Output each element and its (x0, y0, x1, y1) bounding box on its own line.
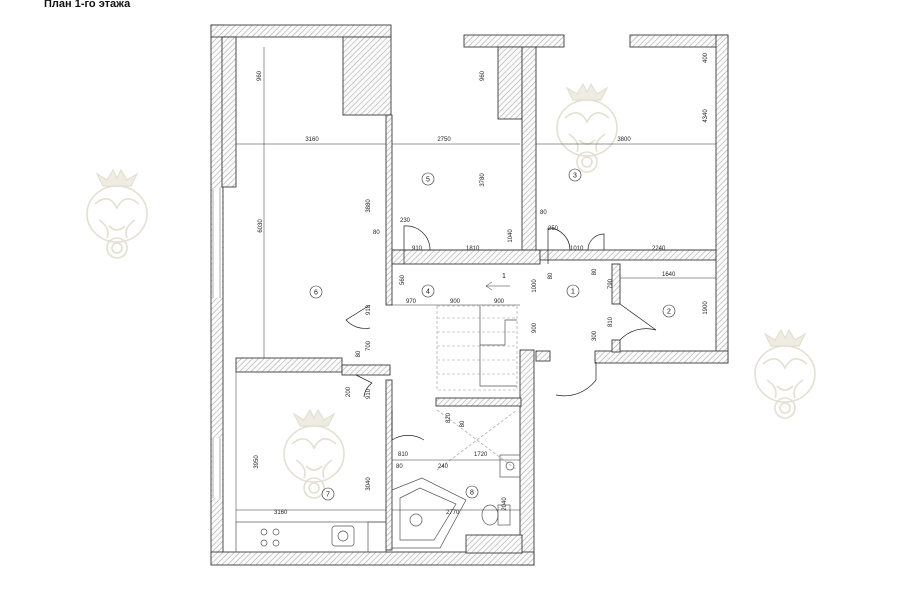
dim-label: 1720 (474, 452, 488, 458)
dim-label: 910 (366, 304, 372, 315)
dim-label: 80 (396, 464, 403, 470)
dimension-labels: 960 960 400 3160 2750 3800 4340 3780 388… (254, 52, 709, 516)
watermark-lion-3 (754, 329, 816, 419)
dim-label: 230 (400, 218, 411, 224)
dim-label: 1810 (466, 246, 480, 252)
dim-label: 3780 (480, 173, 486, 187)
dim-label: 810 (608, 316, 614, 327)
dim-label: 80 (373, 230, 380, 236)
dim-label: 810 (398, 452, 409, 458)
dim-label: 80 (540, 210, 547, 216)
dim-label: 1900 (703, 301, 709, 315)
plan-title: План 1-го этажа (44, 0, 131, 10)
dim-label: 3880 (366, 199, 372, 213)
dim-label: 250 (548, 226, 559, 232)
dim-label: 900 (532, 322, 538, 333)
dim-label: 240 (438, 464, 449, 470)
dim-label: 2750 (437, 137, 451, 143)
room-label-7: 7 (326, 492, 330, 499)
room-label-3: 3 (573, 173, 577, 180)
dim-label: 900 (450, 299, 461, 305)
dim-label: 3160 (274, 510, 288, 516)
dim-label: 1040 (508, 229, 514, 243)
dim-label: 900 (494, 299, 505, 305)
dim-label: 1640 (662, 272, 676, 278)
dim-label: 80 (592, 268, 598, 275)
section-marker: 1 (502, 273, 506, 280)
watermark-lion-2 (556, 83, 618, 173)
dim-label: 790 (608, 278, 614, 289)
room-label-5: 5 (426, 177, 430, 184)
room-label-1: 1 (571, 289, 575, 296)
dim-label: 560 (400, 274, 406, 285)
dim-label: 1000 (532, 279, 538, 293)
dim-label: 6030 (258, 219, 264, 233)
doors (345, 225, 657, 441)
dim-label: 2240 (652, 246, 666, 252)
dim-label: 910 (412, 246, 423, 252)
room-label-4: 4 (426, 289, 430, 296)
dimension-lines (235, 47, 716, 522)
watermark-lion-1 (86, 169, 148, 259)
dim-label: 3040 (366, 477, 372, 491)
dim-label: 3800 (617, 137, 631, 143)
dim-label: 910 (366, 388, 372, 399)
walls (210, 24, 729, 566)
room-label-2: 2 (667, 309, 671, 316)
dim-label: 300 (592, 330, 598, 341)
watermark-lion-4 (283, 409, 345, 499)
dim-label: 2040 (502, 497, 508, 511)
staircase (436, 305, 518, 471)
dim-label: 80 (548, 272, 554, 279)
dim-label: 4340 (703, 109, 709, 123)
dim-label: 960 (257, 70, 263, 81)
fixtures (235, 454, 521, 553)
room-markers: 1 2 3 4 5 6 7 8 (309, 168, 676, 501)
room-label-8: 8 (470, 490, 474, 497)
dim-label: 400 (703, 52, 709, 63)
dim-label: 960 (480, 70, 486, 81)
dim-label: 3160 (305, 137, 319, 143)
dim-label: 970 (406, 299, 417, 305)
room-label-6: 6 (314, 290, 318, 297)
dim-label: 80 (460, 420, 466, 427)
dim-label: 80 (356, 350, 362, 357)
dim-label: 3950 (254, 455, 260, 469)
dim-label: 200 (346, 386, 352, 397)
dim-label: 820 (446, 412, 452, 423)
dim-label: 2770 (446, 510, 460, 516)
dim-label: 700 (366, 340, 372, 351)
dim-label: 1010 (570, 246, 584, 252)
